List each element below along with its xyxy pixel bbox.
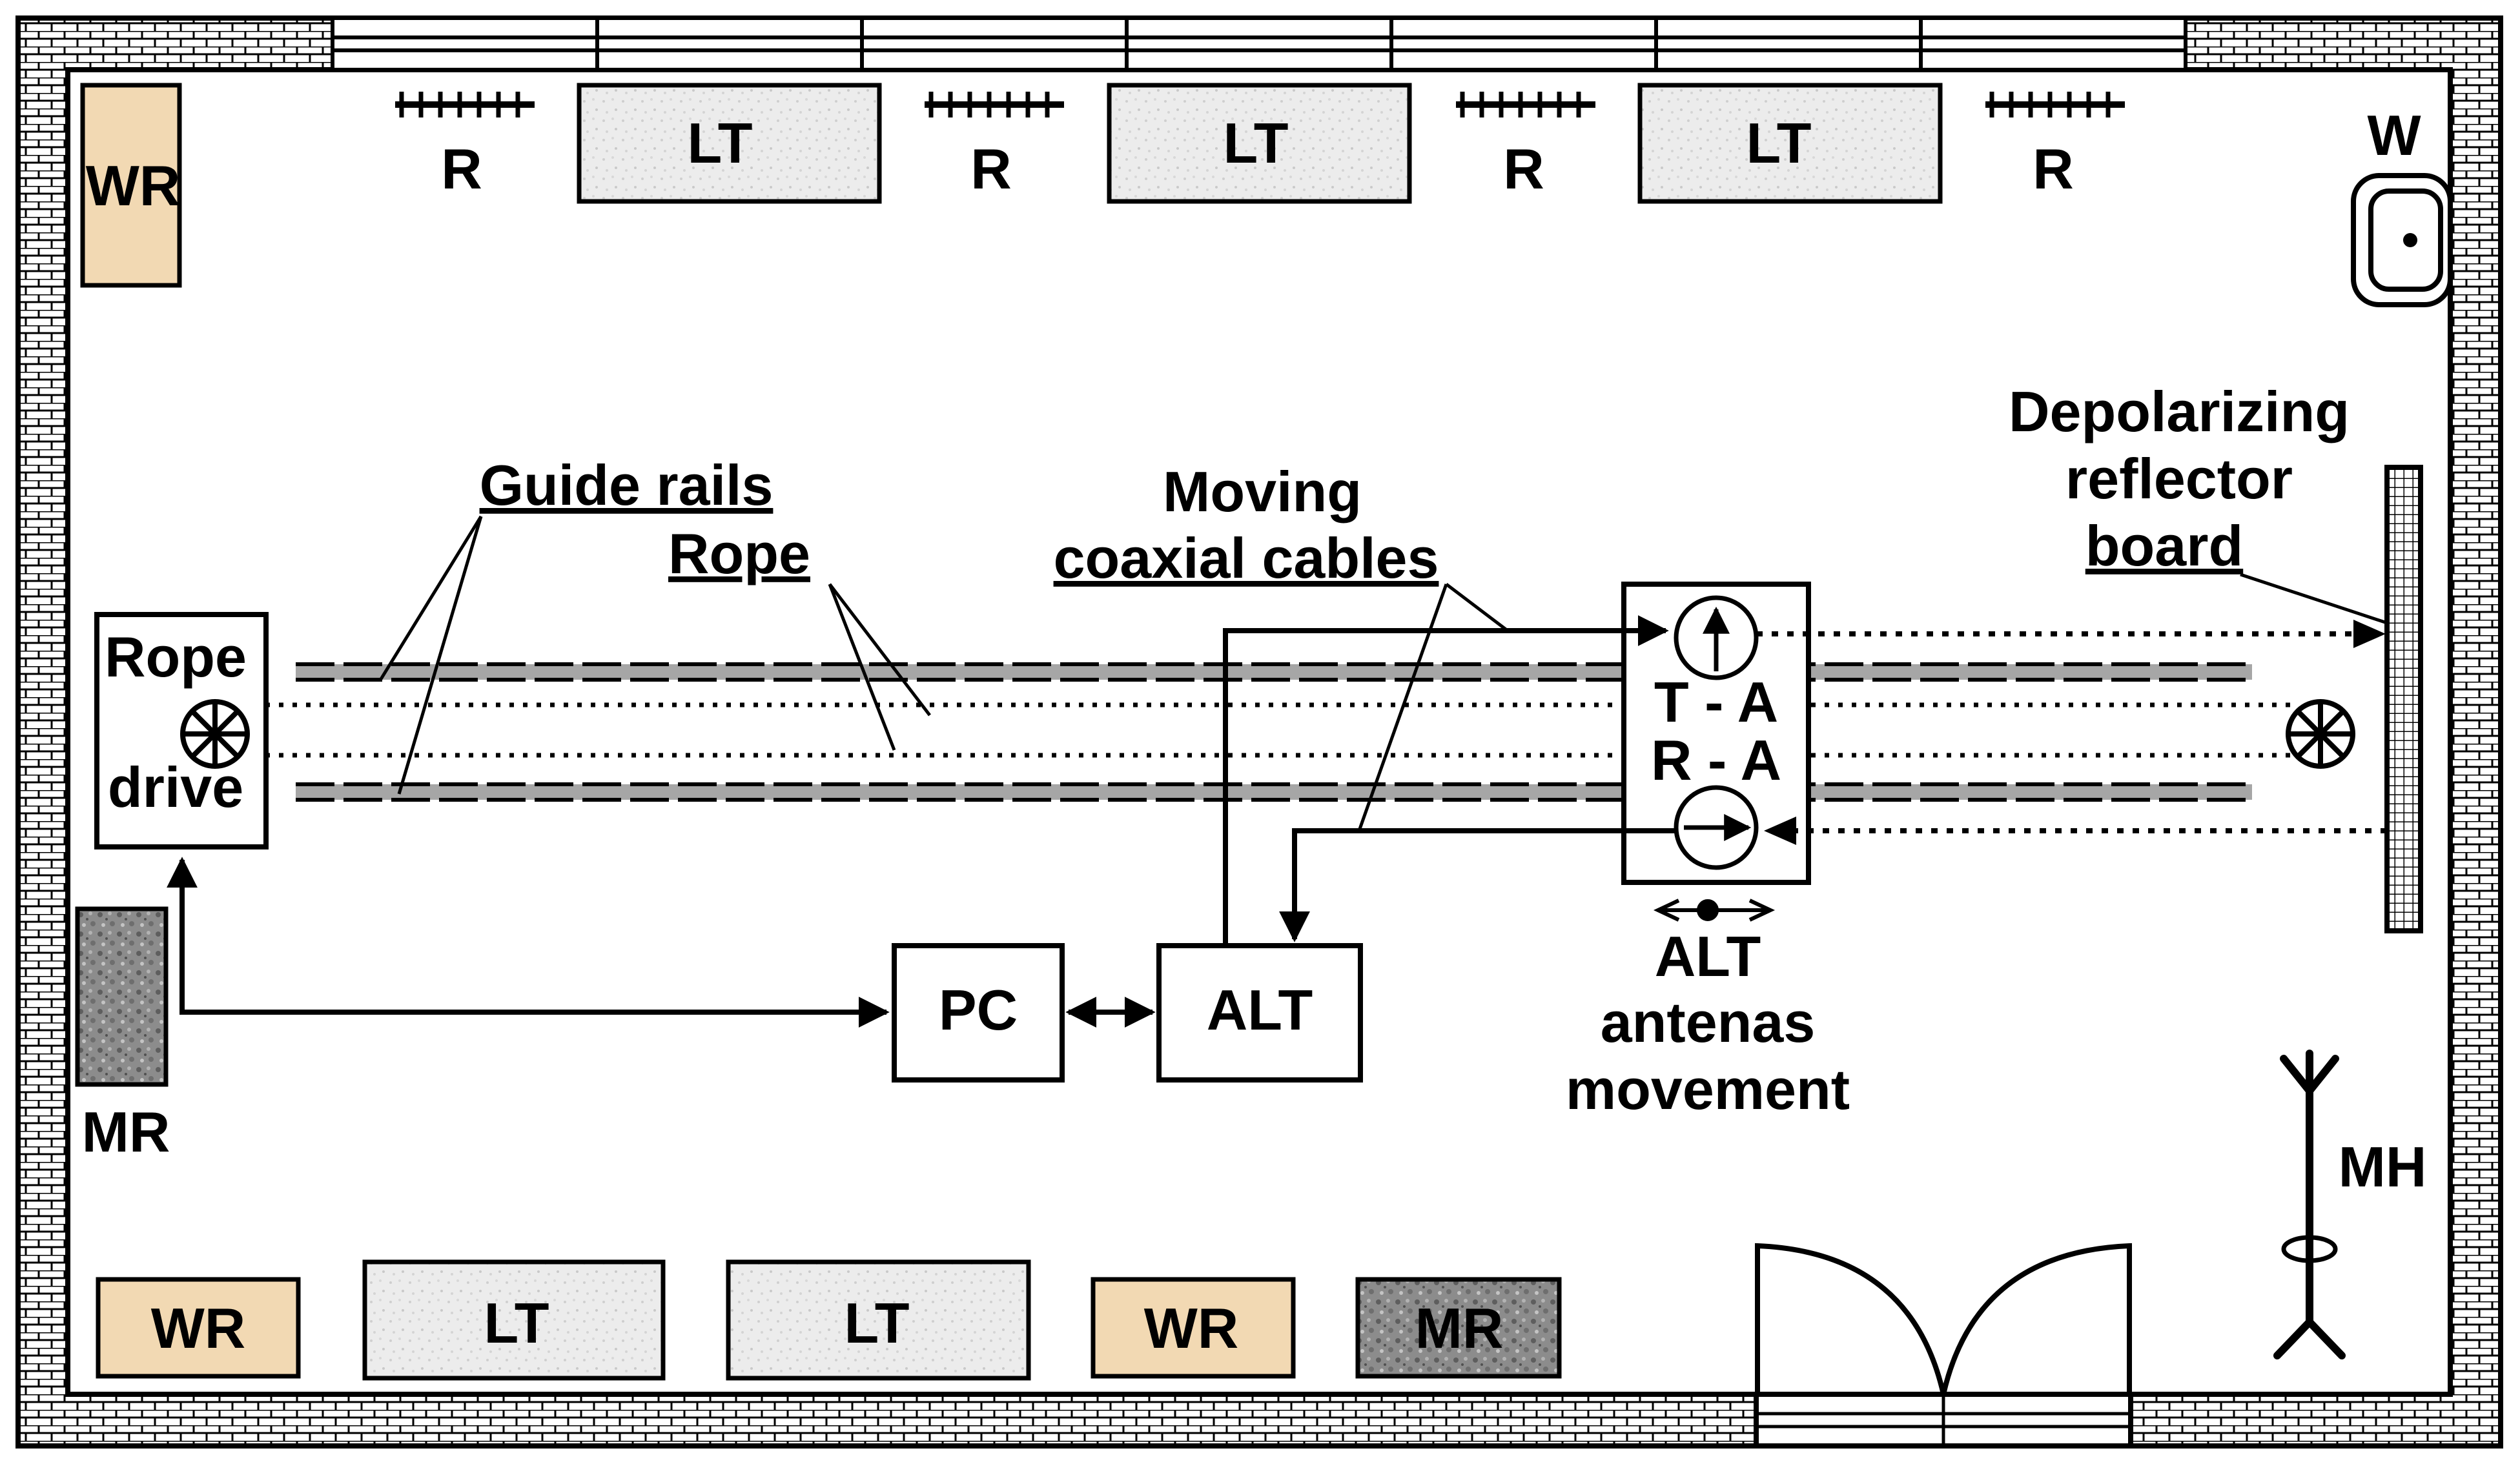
alt-label: ALT — [1207, 978, 1313, 1042]
coaxial-cable-transmit — [1223, 615, 1669, 946]
wardrobe-bottom-1 — [96, 1277, 301, 1379]
window — [860, 16, 1129, 72]
room-walls — [15, 15, 2503, 1449]
alt-antennas-movement-line3: movement — [1566, 1057, 1850, 1121]
moving-coaxial-leader — [1357, 583, 1509, 831]
rope-drive-pulley-icon — [180, 699, 250, 769]
depolarizing-reflector-board — [2384, 465, 2423, 933]
radiator — [395, 92, 535, 117]
depolarizing-leader — [2240, 573, 2388, 625]
window — [1389, 16, 1658, 72]
radiator-label: R — [1503, 137, 1544, 201]
door-leaf-left — [1755, 1243, 1946, 1395]
alt-antennas-movement-line2: antenas — [1601, 990, 1816, 1054]
rope-label: Rope — [668, 522, 810, 585]
far-pulley-icon — [2286, 699, 2355, 769]
radiator-label: R — [2033, 137, 2074, 201]
rope-leader — [828, 583, 931, 751]
depolarizing-label-line2: reflector — [2065, 447, 2293, 511]
door-leaf-right — [1941, 1243, 2132, 1395]
return-beam-arrowhead — [1764, 817, 1796, 845]
transmit-antenna-icon — [1674, 595, 1759, 680]
pc-rope-drive-link — [167, 857, 890, 1028]
alt-box — [1156, 943, 1363, 1083]
window — [1919, 16, 2187, 72]
pc-label: PC — [939, 978, 1018, 1042]
rope-drive-label-line1: Rope — [105, 625, 247, 689]
lab-table-label: LT — [1224, 111, 1289, 175]
metal-rack-label: MR — [1415, 1296, 1504, 1360]
depolarizing-label-line1: Depolarizing — [2009, 380, 2350, 443]
moving-coaxial-label-line1: Moving — [1163, 460, 1362, 524]
radiator — [1985, 92, 2125, 117]
top-windows — [331, 16, 2187, 72]
alt-antennas-movement-line1: ALT — [1655, 924, 1761, 988]
metal-rack-bottom — [1355, 1277, 1562, 1379]
lab-table-label: LT — [1747, 111, 1812, 175]
depolarizing-label-line3: board — [2085, 514, 2243, 578]
window — [331, 16, 599, 72]
lab-table-top-1 — [577, 83, 882, 204]
antenna-movement-arrow — [1653, 899, 1776, 922]
transmit-beam-arrowhead — [2353, 620, 2386, 648]
lab-table-label: LT — [688, 111, 753, 175]
lab-table-bottom-1 — [362, 1259, 666, 1381]
guide-rails-label: Guide rails — [480, 453, 773, 517]
receive-antenna-label: R - A — [1651, 728, 1781, 792]
pc-box — [892, 943, 1065, 1083]
coat-hanger — [2273, 1050, 2346, 1359]
guide-rails-leader — [379, 515, 483, 795]
coaxial-cable-receive — [1279, 828, 1676, 942]
radiator — [1456, 92, 1595, 117]
wardrobe-bottom-2 — [1091, 1277, 1296, 1379]
guide-rail-top — [296, 662, 2252, 682]
wardrobe-top-left — [80, 83, 182, 288]
window — [1654, 16, 1923, 72]
metal-rack-left — [75, 906, 169, 1087]
metal-rack-label: MR — [82, 1100, 170, 1164]
lab-table-bottom-2 — [726, 1259, 1031, 1381]
radiator-label: R — [441, 137, 482, 201]
lab-table-top-2 — [1107, 83, 1412, 204]
radiator — [925, 92, 1064, 117]
receive-antenna-icon — [1674, 785, 1759, 870]
transmit-antenna-label: T - A — [1654, 670, 1778, 734]
guide-rail-bottom — [296, 782, 2252, 802]
window — [1125, 16, 1393, 72]
moving-coaxial-label-line2: coaxial cables — [1054, 526, 1439, 590]
lab-table-label: LT — [484, 1291, 549, 1355]
washbasin — [2351, 173, 2453, 307]
wardrobe-label: WR — [86, 154, 181, 218]
radiator-label: R — [970, 137, 1012, 201]
coat-hanger-label: MH — [2339, 1135, 2427, 1199]
lab-table-label: LT — [845, 1291, 910, 1355]
washbasin-label: W — [2367, 103, 2421, 167]
wardrobe-label: WR — [151, 1296, 246, 1360]
lab-table-top-3 — [1637, 83, 1943, 204]
window — [595, 16, 864, 72]
wardrobe-label: WR — [1144, 1296, 1239, 1360]
brick-wall — [15, 15, 2503, 1449]
door — [1754, 1243, 2133, 1449]
